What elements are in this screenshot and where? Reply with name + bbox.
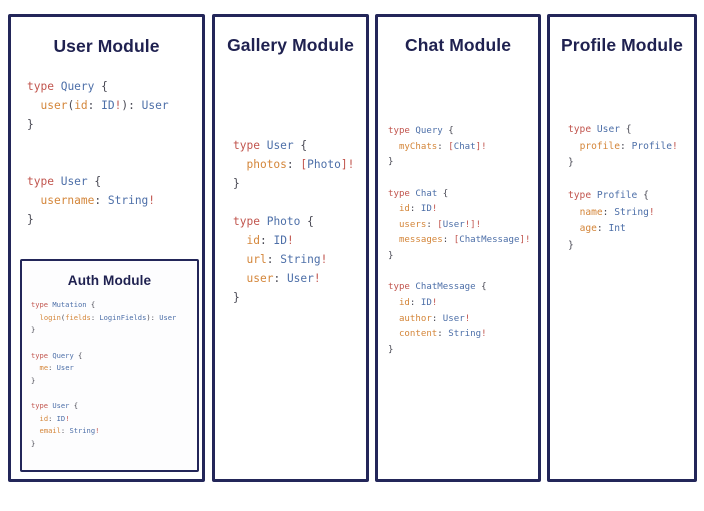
schema-code-profile: type User { profile: Profile! } type Pro… [568, 124, 678, 251]
schema-code-gallery: type User { photos: [Photo]! } type Phot… [233, 139, 355, 305]
schema-code-chat: type Query { myChats: [Chat]! } type Cha… [388, 126, 531, 355]
module-panel-chat[interactable]: Chat Module type Query { myChats: [Chat]… [375, 14, 541, 482]
module-panel-profile[interactable]: Profile Module type User { profile: Prof… [547, 14, 697, 482]
module-panel-auth[interactable]: Auth Module type Mutation { login(fields… [20, 259, 199, 472]
module-title-chat: Chat Module [404, 35, 512, 55]
module-title-auth: Auth Module [67, 273, 152, 288]
schema-code-auth: type Mutation { login(fields: LoginField… [31, 300, 177, 448]
module-panel-gallery[interactable]: Gallery Module type User { photos: [Phot… [212, 14, 369, 482]
module-panel-user[interactable]: User Module type Query { user(id: ID!): … [8, 14, 205, 482]
schema-code-user: type Query { user(id: ID!): User } type … [27, 80, 169, 227]
module-title-gallery: Gallery Module [227, 35, 354, 55]
module-title-user: User Module [53, 36, 160, 56]
module-title-profile: Profile Module [561, 35, 683, 55]
